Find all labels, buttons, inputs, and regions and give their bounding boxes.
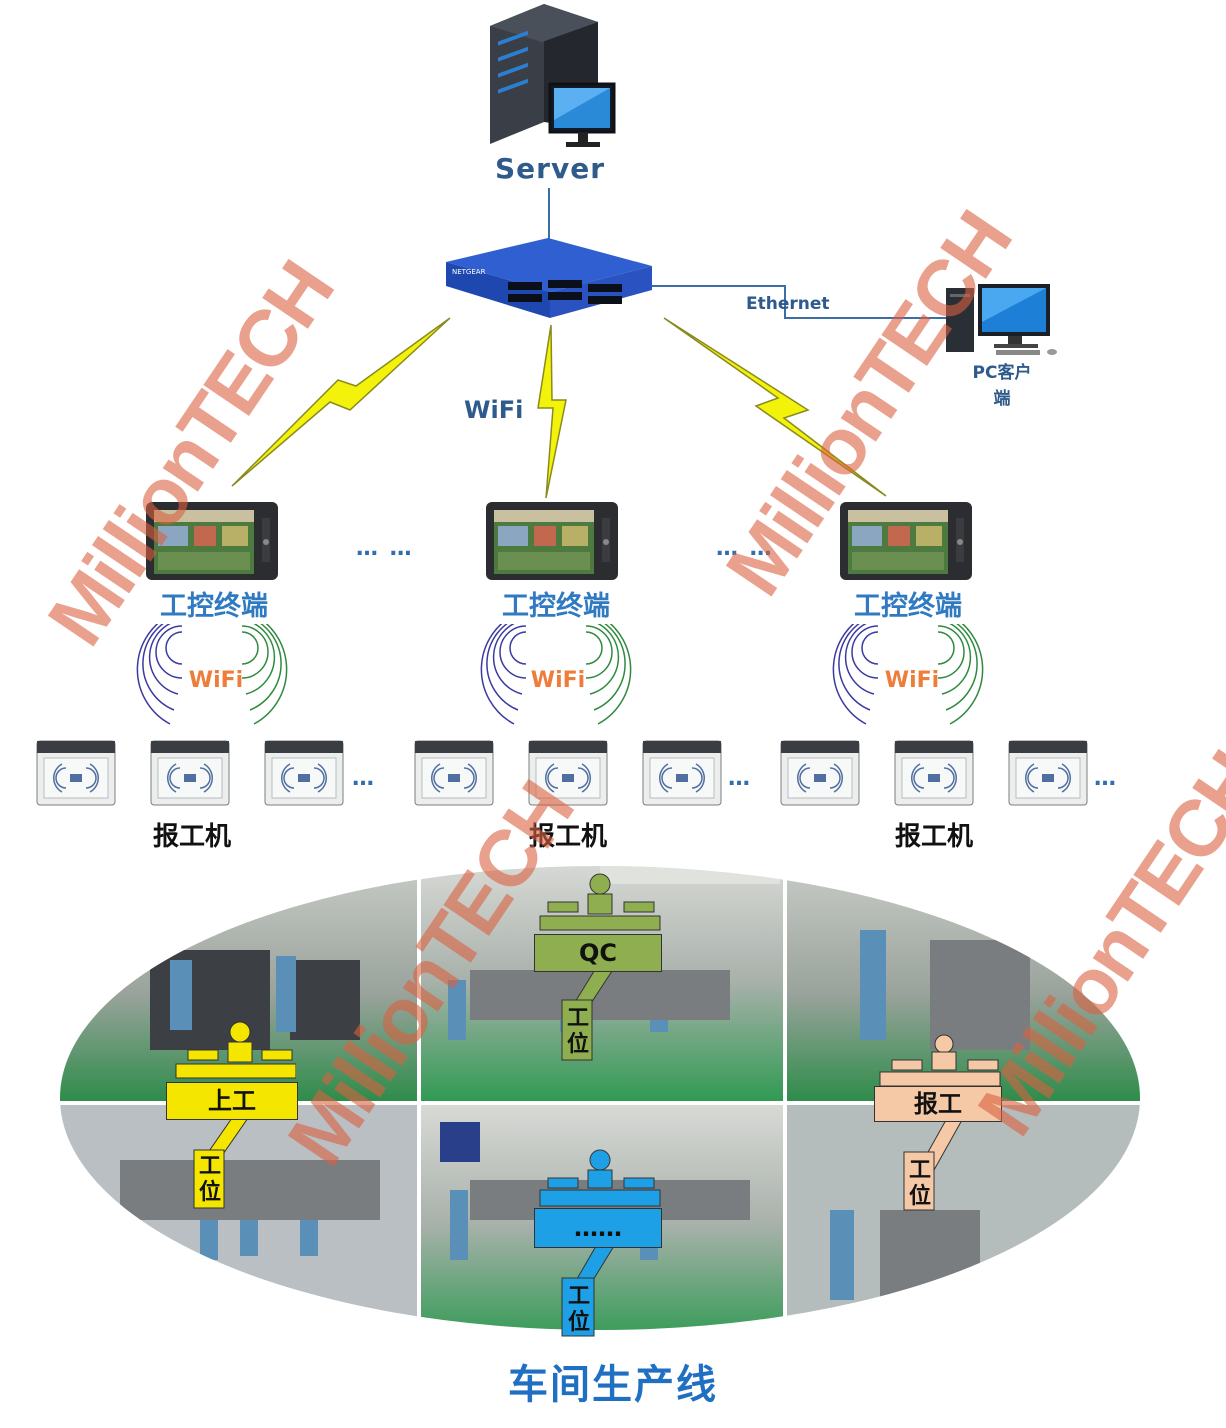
- card-reader-icon: [528, 740, 608, 806]
- station-sign: 上工: [166, 1082, 298, 1120]
- terminal-device-icon: [840, 502, 972, 580]
- wifi-signal-icon: [136, 624, 288, 725]
- reader-group-label: 报工机: [152, 822, 231, 852]
- reader-ellipsis: …: [728, 766, 752, 791]
- ethernet-cable: [652, 285, 962, 319]
- card-reader-icon: [36, 740, 116, 806]
- reader-ellipsis: …: [352, 766, 376, 791]
- card-reader-icon: [1008, 740, 1088, 806]
- station-post-icon: [879, 1034, 1001, 1211]
- station-sign: QC: [534, 934, 662, 972]
- pc-client-label-line2: 端: [993, 389, 1011, 409]
- wifi-signal-icon: [480, 624, 632, 725]
- card-reader-icon: [780, 740, 860, 806]
- production-line-label: 车间生产线: [508, 1362, 718, 1408]
- station-sign: 报工: [874, 1086, 1002, 1122]
- svg-text:NETGEAR: NETGEAR: [452, 268, 486, 276]
- pc-client-label-line1: PC客户: [972, 363, 1032, 383]
- wifi-label-center: WiFi: [464, 396, 524, 424]
- station-sign: ……: [534, 1208, 662, 1248]
- network-switch-icon: NETGEAR: [446, 238, 652, 318]
- server-label: Server: [494, 152, 605, 185]
- card-reader-icon: [264, 740, 344, 806]
- reader-group-label: 报工机: [894, 822, 973, 852]
- station-other: …… 工位: [534, 1148, 664, 1338]
- station-post-label: 工位: [198, 1154, 221, 1205]
- reader-row: [36, 740, 1088, 806]
- reader-ellipsis: …: [1094, 766, 1118, 791]
- station-post-label: 工位: [908, 1158, 931, 1209]
- wifi-label: WiFi: [884, 668, 940, 693]
- station-post-label: 工位: [567, 1284, 590, 1335]
- station-post-icon: [175, 1021, 296, 1209]
- card-reader-icon: [414, 740, 494, 806]
- server-icon: [490, 4, 616, 147]
- pc-client-icon: [946, 284, 1057, 355]
- station-post-icon: [539, 873, 661, 1061]
- wifi-link-center: [537, 324, 567, 499]
- wifi-link-right: [663, 317, 887, 497]
- station-baogong: 报工 工位: [874, 1034, 1004, 1214]
- card-reader-icon: [642, 740, 722, 806]
- terminal-ellipsis: … …: [356, 536, 414, 561]
- wifi-label: WiFi: [188, 668, 244, 693]
- card-reader-icon: [894, 740, 974, 806]
- terminal-label: 工控终端: [160, 591, 268, 622]
- pc-client-label: PC客户 端: [960, 360, 1044, 412]
- reader-group-label: 报工机: [528, 822, 607, 852]
- wifi-label: WiFi: [530, 668, 586, 693]
- ethernet-label: Ethernet: [746, 294, 830, 314]
- station-shangong: 上工 工位: [166, 1020, 298, 1210]
- production-floor-illustration: [60, 860, 1146, 1344]
- terminal-label: 工控终端: [854, 591, 962, 622]
- terminal-ellipsis: … …: [716, 536, 774, 561]
- card-reader-icon: [150, 740, 230, 806]
- terminal-label: 工控终端: [502, 591, 610, 622]
- wifi-signal-icon: [832, 624, 984, 725]
- terminal-device-icon: [146, 502, 278, 580]
- station-post-label: 工位: [566, 1006, 589, 1057]
- terminal-device-icon: [486, 502, 618, 580]
- wifi-link-left: [231, 317, 451, 487]
- station-post-icon: [539, 1149, 661, 1337]
- station-qc: QC 工位: [534, 872, 664, 1062]
